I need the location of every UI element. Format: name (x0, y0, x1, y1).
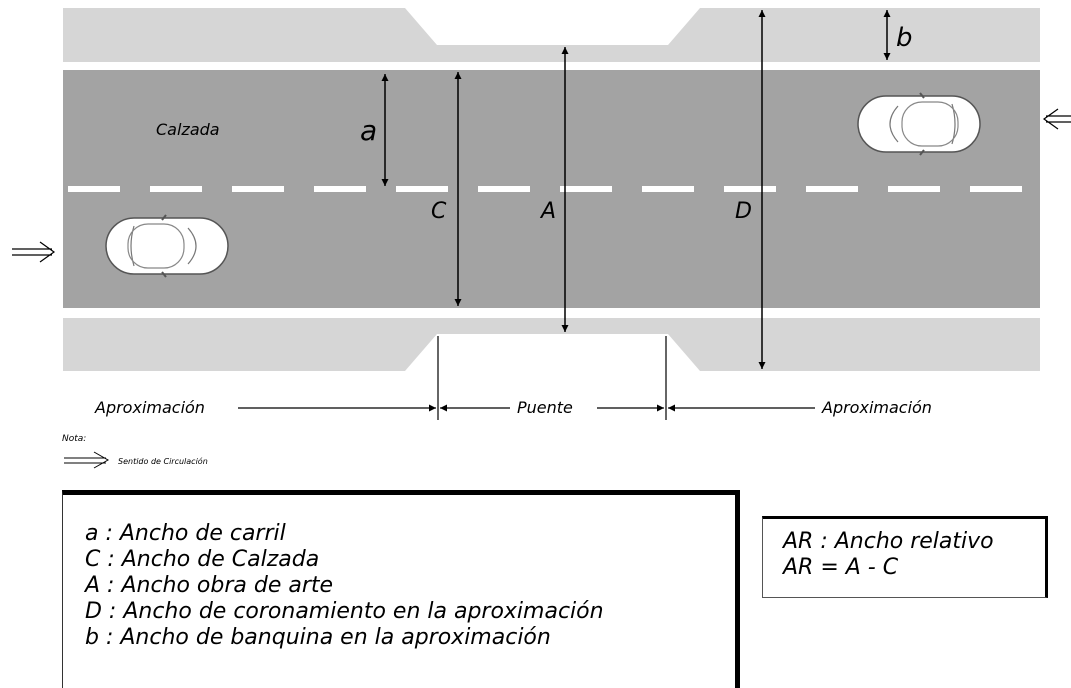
label-D: D (735, 199, 752, 224)
legend-line-C: C : Ancho de Calzada (85, 547, 320, 572)
label-C: C (431, 199, 447, 224)
direction-arrow-icon (1042, 108, 1071, 130)
label-bridge: Puente (517, 398, 573, 417)
direction-arrow-icon (64, 451, 110, 469)
legend-line-a: a : Ancho de carril (85, 521, 286, 546)
bridge-width-diagram: Calzada a C A D b Aproximación Puente Ap… (12, 8, 1071, 469)
legend-line-D: D : Ancho de coronamiento en la aproxima… (85, 599, 604, 624)
label-approach-right: Aproximación (821, 398, 932, 417)
top-shoulder (63, 8, 1040, 62)
direction-arrow-icon (12, 241, 56, 263)
car-icon (857, 92, 981, 156)
note-text: Sentido de Circulación (118, 456, 208, 466)
legend-line-b: b : Ancho de banquina en la aproximación (85, 625, 551, 650)
legend-line-A: A : Ancho obra de arte (85, 573, 334, 598)
definitions-legend: a : Ancho de carril C : Ancho de Calzada… (62, 490, 740, 688)
legend-line-AR-definition: AR : Ancho relativo (783, 529, 994, 554)
note-title: Nota: (62, 434, 86, 444)
bottom-shoulder (63, 318, 1040, 371)
label-calzada: Calzada (156, 120, 220, 139)
label-A: A (539, 199, 556, 224)
label-approach-left: Aproximación (94, 398, 205, 417)
legend-line-AR-formula: AR = A - C (783, 555, 899, 580)
label-a: a (360, 114, 377, 147)
relative-width-legend: AR : Ancho relativo AR = A - C (762, 516, 1048, 598)
car-icon (105, 214, 229, 278)
label-b: b (896, 23, 913, 53)
